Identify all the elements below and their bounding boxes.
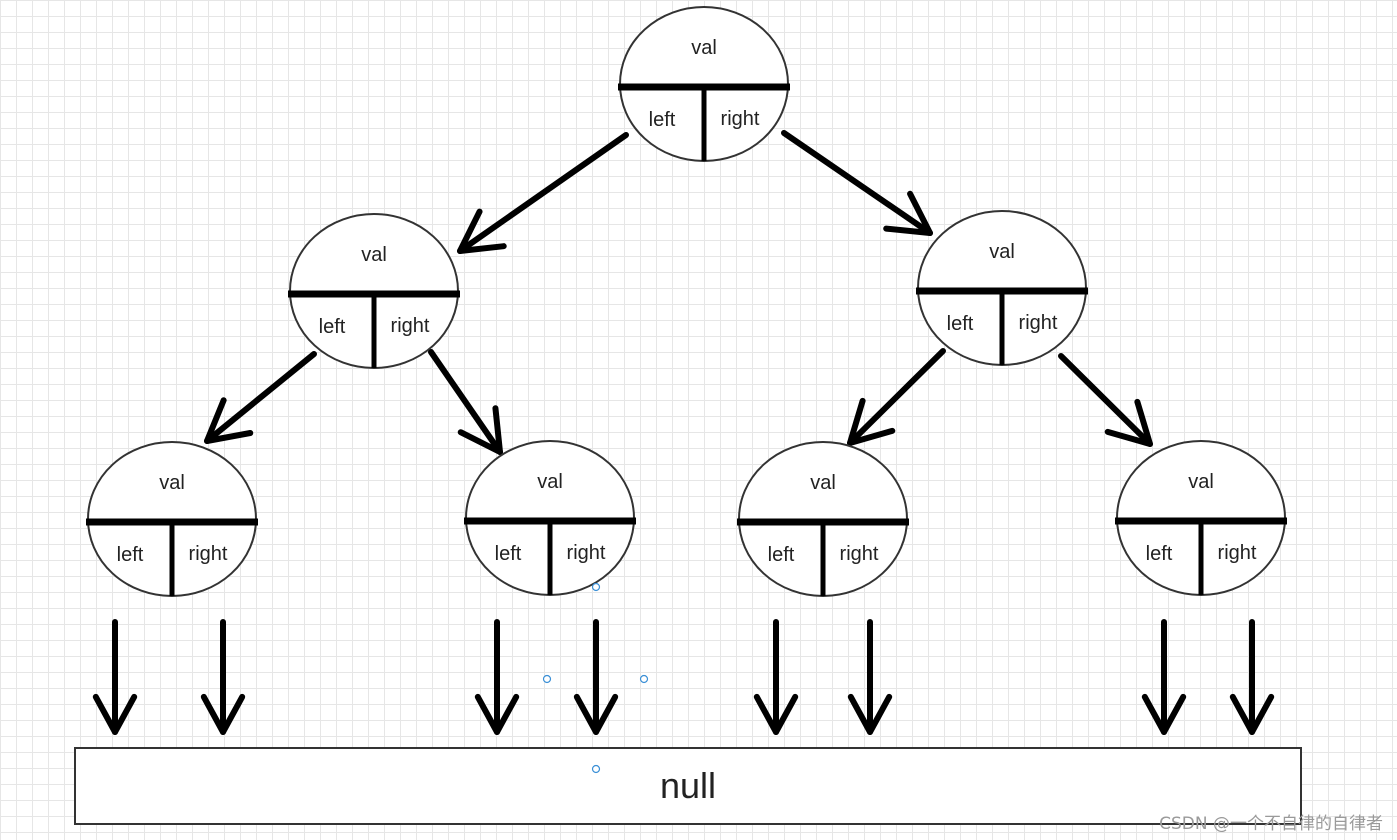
edge-arrows	[92, 130, 1275, 735]
null-label: null	[660, 765, 716, 806]
tree-node-left-child: val left right	[288, 213, 460, 369]
node-left-label: left	[947, 313, 974, 335]
node-left-label: left	[1146, 543, 1173, 565]
selection-handle[interactable]	[591, 764, 601, 774]
node-left-label: left	[768, 544, 795, 566]
node-right-label: right	[721, 108, 760, 130]
node-right-label: right	[1019, 312, 1058, 334]
edge-arrow-root-to-right-child-right	[781, 130, 933, 236]
tree-node-right-left-leaf: val left right	[737, 441, 909, 597]
node-right-label: right	[1218, 542, 1257, 564]
null-pointer-arrow-right-right-leaf-left	[1141, 619, 1187, 735]
node-val-label: val	[1188, 471, 1214, 493]
tree-node-right-right-leaf: val left right	[1115, 440, 1287, 596]
edge-arrow-right-child-to-right-right-leaf-right	[1058, 353, 1153, 447]
null-box: null	[74, 747, 1302, 825]
tree-node-root: val left right	[618, 6, 790, 162]
edge-arrow-right-child-to-right-left-leaf-left	[847, 348, 946, 446]
node-right-label: right	[840, 543, 879, 565]
node-val-label: val	[159, 472, 185, 494]
watermark: CSDN @一个不自律的自律者	[1159, 814, 1383, 834]
node-val-label: val	[537, 471, 563, 493]
tree-node-left-left-leaf: val left right	[86, 441, 258, 597]
node-val-label: val	[361, 244, 387, 266]
selection-handle[interactable]	[542, 674, 552, 684]
edge-arrow-left-child-to-left-left-leaf-left	[204, 351, 317, 444]
null-pointer-arrow-left-left-leaf-left	[92, 619, 138, 735]
tree-node-left-right-leaf: val left right	[464, 440, 636, 596]
null-pointer-arrow-left-right-leaf-left	[474, 619, 520, 735]
node-right-label: right	[567, 542, 606, 564]
tree-node-right-child: val left right	[916, 210, 1088, 366]
null-pointer-arrow-right-right-leaf-right	[1229, 619, 1275, 735]
node-val-label: val	[989, 241, 1015, 263]
node-left-label: left	[649, 109, 676, 131]
tree-nodes: val left right val left right val left right val l…	[86, 6, 1287, 597]
node-val-label: val	[691, 37, 717, 59]
edge-arrow-left-child-to-left-right-leaf-right	[428, 349, 503, 455]
null-pointer-arrow-left-left-leaf-right	[200, 619, 246, 735]
node-left-label: left	[319, 316, 346, 338]
selection-handle[interactable]	[639, 674, 649, 684]
node-right-label: right	[391, 315, 430, 337]
null-pointer-arrow-right-left-leaf-left	[753, 619, 799, 735]
selection-handles	[542, 582, 649, 774]
edge-arrow-root-to-left-child-left	[457, 132, 629, 254]
null-pointer-arrow-left-right-leaf-right	[573, 619, 619, 735]
selection-handle[interactable]	[591, 582, 601, 592]
node-left-label: left	[117, 544, 144, 566]
node-left-label: left	[495, 543, 522, 565]
null-box-border	[74, 747, 1302, 825]
node-val-label: val	[810, 472, 836, 494]
node-right-label: right	[189, 543, 228, 565]
null-pointer-arrow-right-left-leaf-right	[847, 619, 893, 735]
